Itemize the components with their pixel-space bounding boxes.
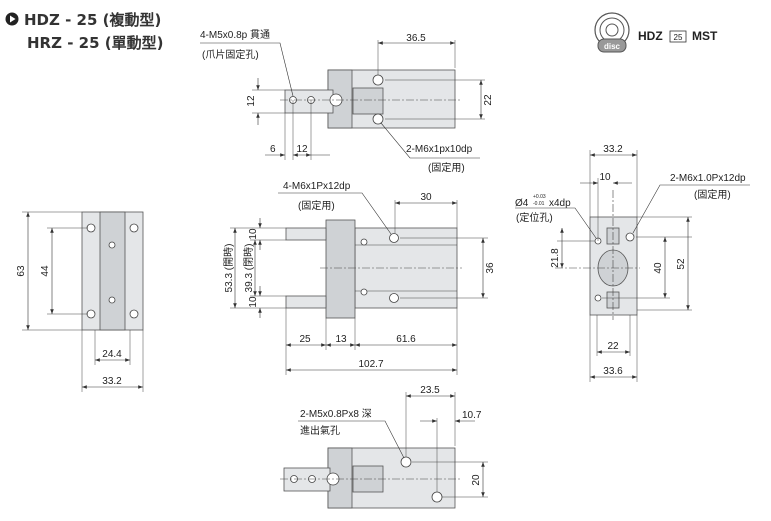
dim-33-2-left: 33.2	[102, 376, 122, 387]
dim-10-right: 10	[599, 172, 611, 183]
dim-12-v: 12	[246, 95, 257, 107]
dim-10-top: 10	[248, 228, 259, 240]
dim-21-8: 21.8	[550, 248, 561, 268]
right-mount-note-sub: (固定用)	[694, 188, 731, 201]
port-note: 2-M5x0.8Px8 深	[300, 408, 372, 420]
top-view	[200, 40, 485, 160]
front-mount-note-sub: (固定用)	[298, 199, 335, 212]
dim-20: 20	[471, 474, 482, 486]
dim-24-4: 24.4	[102, 349, 122, 360]
bottom-view	[280, 392, 488, 509]
dim-6: 6	[270, 144, 276, 155]
dim-25: 25	[299, 334, 311, 345]
port-note-sub: 進出氣孔	[300, 424, 340, 437]
top-hole-note: 4-M5x0.8p 貫通	[200, 29, 270, 41]
model-size-box	[669, 30, 687, 43]
top-hole-note-sub: (爪片固定孔)	[202, 48, 259, 61]
dim-10-bottom: 10	[248, 296, 259, 308]
dim-52: 52	[676, 258, 687, 270]
right-view	[515, 150, 750, 382]
title-hdz: HDZ - 25 (複動型)	[24, 11, 161, 29]
pin-tol-upper: +0.03	[533, 194, 546, 200]
bullet-play-icon	[5, 12, 19, 26]
dim-36: 36	[485, 262, 496, 274]
right-mount-note: 2-M6x1.0Px12dp	[670, 173, 746, 184]
model-prefix: HDZ	[638, 29, 663, 43]
left-view	[22, 211, 144, 392]
front-view	[230, 192, 488, 375]
dim-44: 44	[40, 265, 51, 277]
dim-33-6: 33.6	[603, 366, 623, 377]
pin-note: Ø4	[515, 198, 529, 209]
dim-22-right: 22	[607, 341, 619, 352]
dim-40: 40	[653, 262, 664, 274]
svg-text:disc: disc	[604, 42, 621, 51]
dim-36-5: 36.5	[406, 33, 426, 44]
top-mount-note-sub: (固定用)	[428, 161, 465, 174]
dim-61-6: 61.6	[396, 334, 416, 345]
dim-22: 22	[483, 94, 494, 106]
front-mount-note: 4-M6x1Px12dp	[283, 181, 351, 192]
pin-depth: x4dp	[549, 198, 571, 209]
dim-39-3-closed: 39.3 (閉時)	[243, 244, 255, 293]
pin-tol-lower: -0.01	[533, 201, 545, 207]
dim-23-5: 23.5	[420, 385, 440, 396]
pin-note-sub: (定位孔)	[516, 211, 553, 224]
dim-63: 63	[16, 265, 27, 277]
dim-33-2-right: 33.2	[603, 144, 623, 155]
dim-10-7: 10.7	[462, 410, 482, 421]
top-mount-note: 2-M6x1px10dp	[406, 144, 473, 155]
dim-102-7: 102.7	[358, 359, 383, 370]
dim-30: 30	[420, 192, 432, 203]
title-hrz: HRZ - 25 (單動型)	[27, 34, 163, 52]
model-size: 25	[674, 33, 683, 42]
dim-53-3-open: 53.3 (開時)	[223, 244, 235, 293]
model-suffix: MST	[692, 29, 718, 43]
dim-12-h: 12	[296, 144, 308, 155]
dim-13: 13	[335, 334, 347, 345]
disc-logo: disc	[594, 12, 630, 53]
